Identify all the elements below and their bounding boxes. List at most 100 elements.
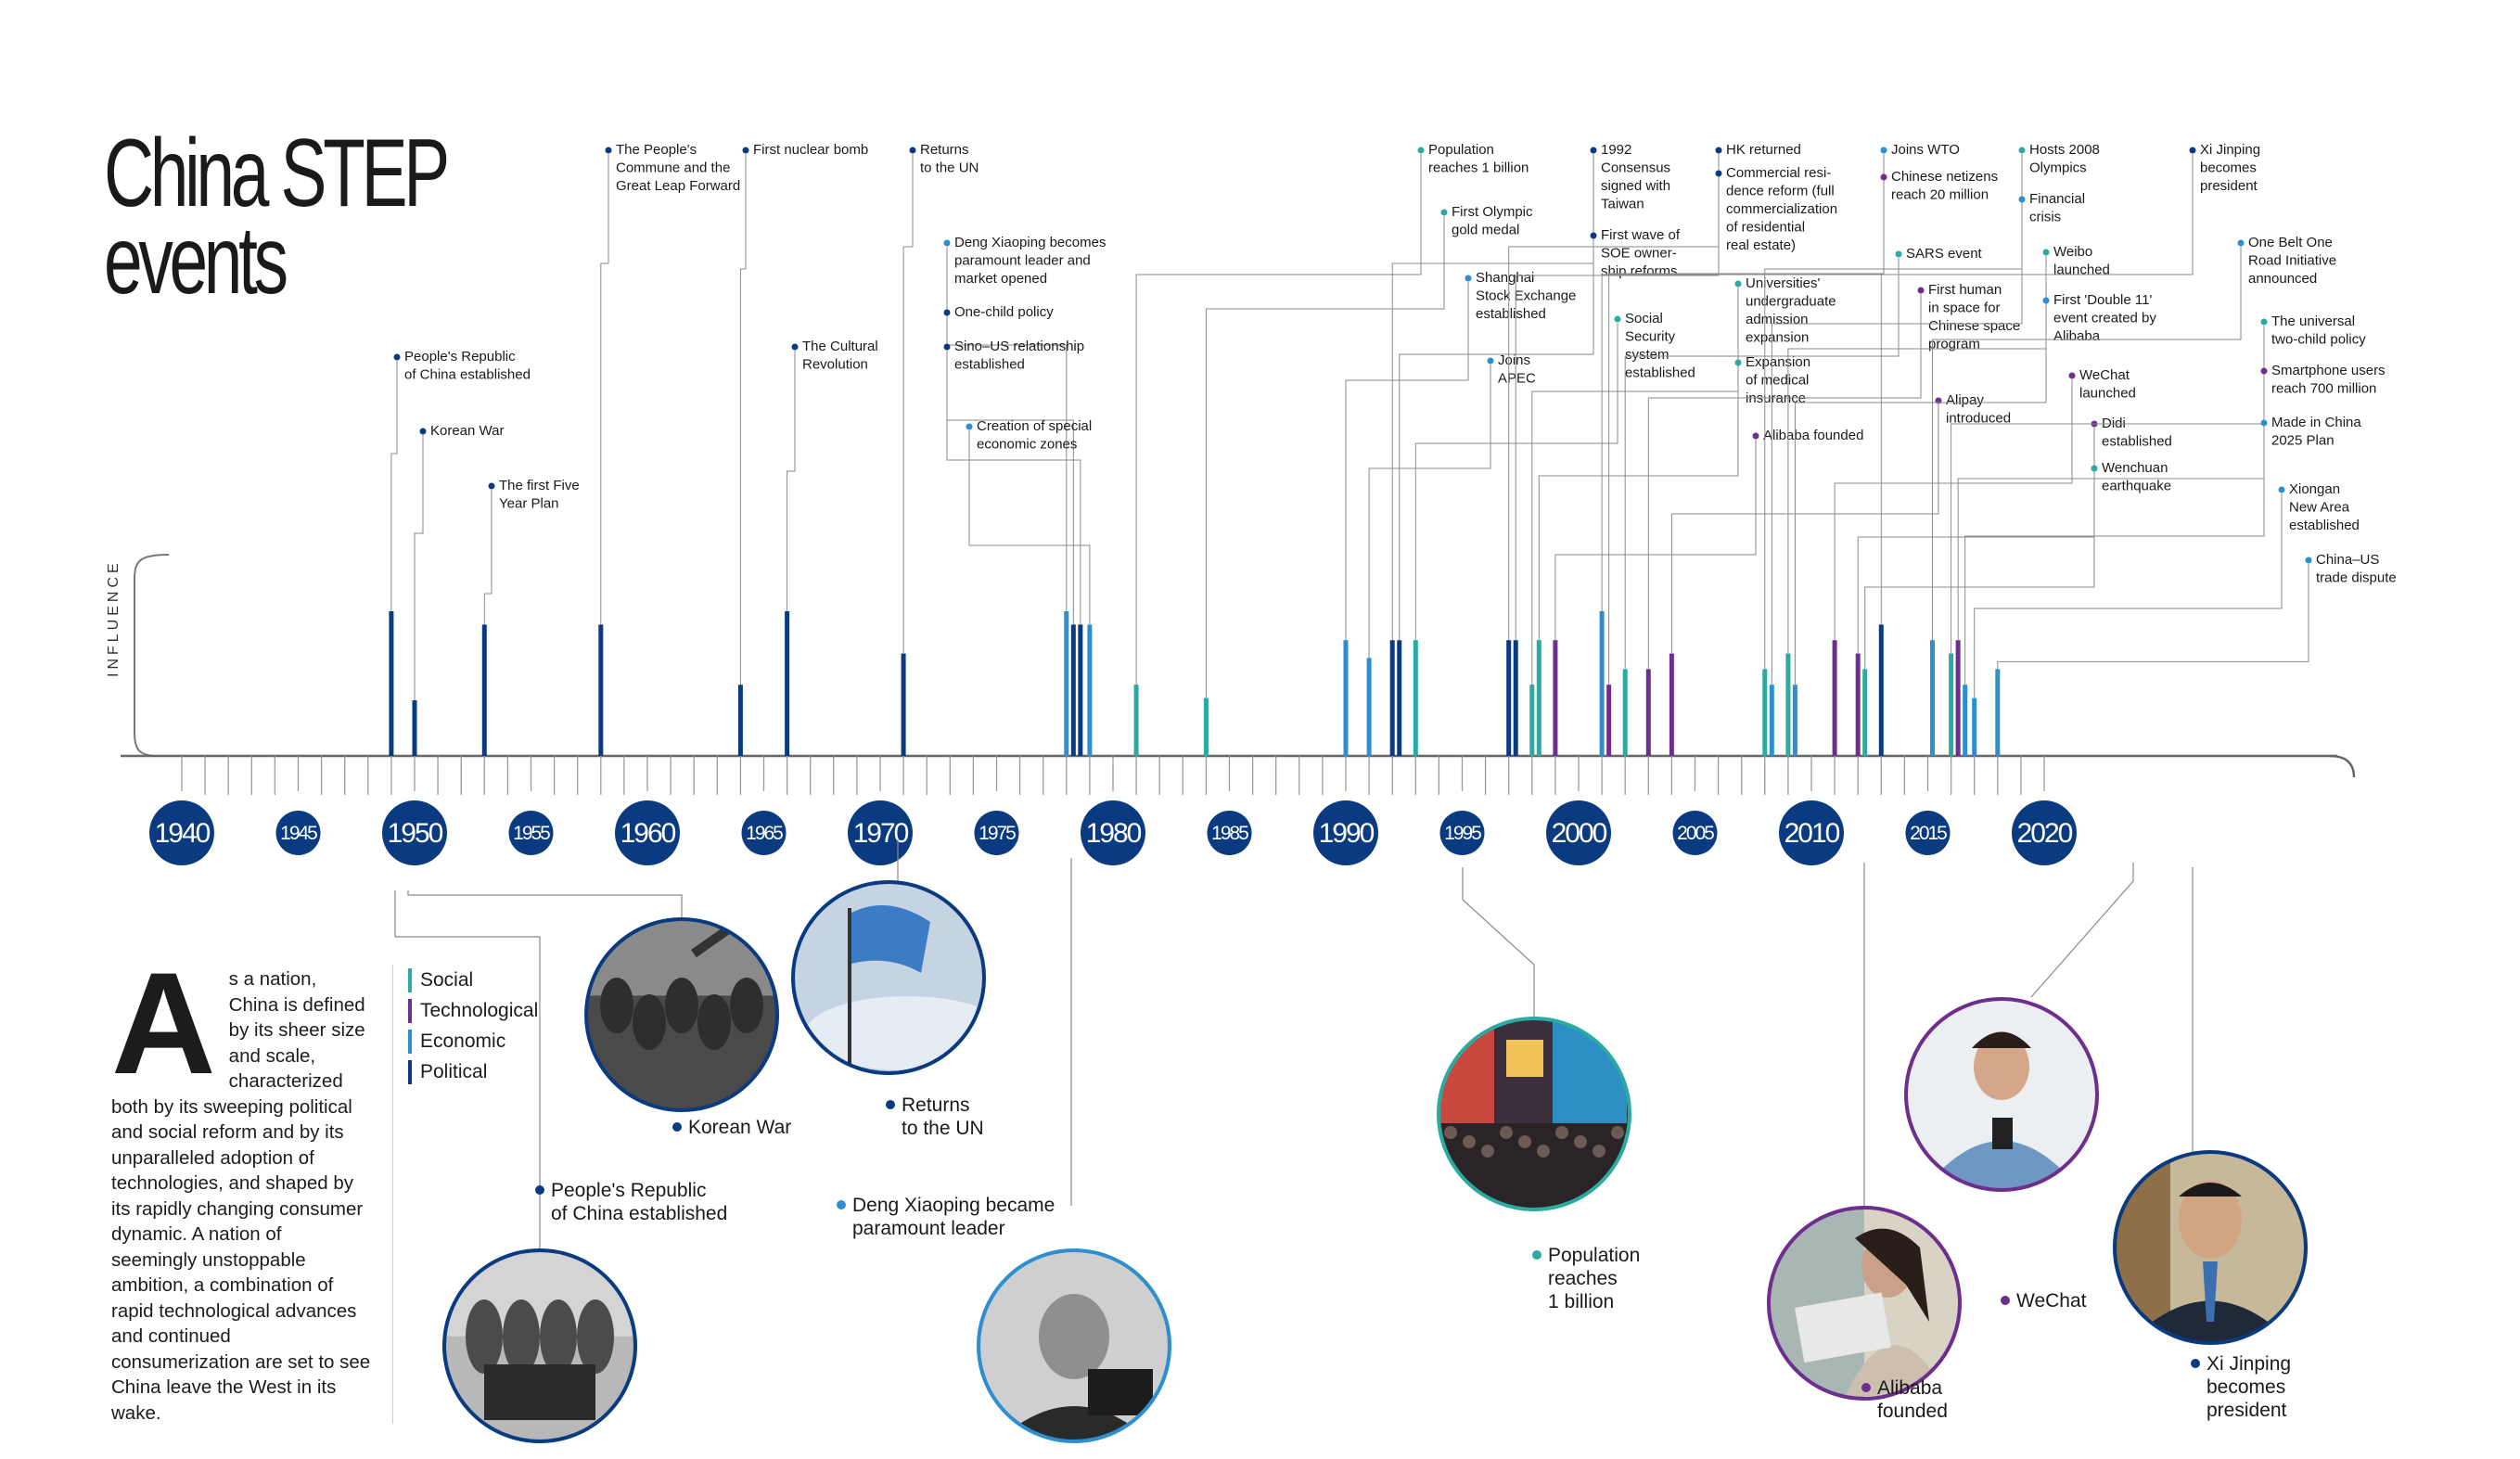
event-label-line: The People's — [616, 142, 697, 158]
event-connector — [1834, 379, 2073, 641]
axis-end-curve — [2329, 754, 2356, 778]
title-line-2: events — [104, 207, 288, 314]
event-label-line: market opened — [954, 271, 1047, 287]
event-connector — [946, 247, 1068, 611]
photo-caption-line: Alibaba — [1877, 1377, 1942, 1399]
event-bar — [901, 653, 906, 756]
photo-person — [1518, 1135, 1531, 1148]
legend-swatch — [408, 967, 412, 992]
year-circle — [1207, 811, 1252, 855]
event-label-line: launched — [2079, 386, 2136, 402]
intro-text: s a nation, China is defined by its shee… — [111, 968, 371, 1424]
event-bar — [1972, 698, 1977, 756]
event-dot — [1465, 275, 1472, 282]
event-bar — [1203, 698, 1209, 756]
event-dot — [1715, 147, 1722, 154]
event-bar — [1529, 685, 1535, 756]
legend-swatch — [408, 1059, 412, 1084]
event-bar — [1645, 669, 1651, 756]
event-dot — [488, 482, 495, 490]
year-badge-2005: 2005 — [1672, 811, 1718, 855]
photo-caption-line: to the UN — [902, 1118, 984, 1139]
photo-caption-line: Deng Xiaoping became — [852, 1195, 1055, 1216]
event-connector — [414, 435, 424, 700]
photo-connector — [2030, 863, 2134, 998]
event-bar — [1785, 653, 1791, 756]
event-label-line: reach 700 million — [2271, 381, 2376, 397]
event-label-line: Joins WTO — [1891, 142, 1960, 158]
legend-item-economic: Economic — [408, 1026, 538, 1056]
photo-caption-line: Returns — [902, 1094, 970, 1116]
event-connector — [1997, 564, 2309, 670]
year-circle — [1081, 800, 1145, 865]
year-badge-1975: 1975 — [974, 811, 1019, 855]
event-connector — [946, 351, 1081, 625]
event-bar — [1930, 640, 1936, 756]
event-dot — [1715, 170, 1722, 177]
photo-caption-line: of China established — [551, 1203, 727, 1224]
year-circle — [1546, 800, 1611, 865]
year-label: 2005 — [1677, 823, 1714, 844]
photo-image — [793, 882, 984, 1073]
event-label-line: People's Republic — [404, 349, 516, 365]
year-circle — [1672, 811, 1718, 855]
event-dot — [605, 147, 612, 154]
photo-connector — [407, 890, 683, 918]
photo-ring — [1767, 1206, 1962, 1401]
year-circle — [1905, 811, 1951, 855]
photo-person — [1537, 1145, 1550, 1158]
event-label-line: introduced — [1946, 411, 2011, 427]
year-circle — [275, 811, 321, 855]
event-dot — [2042, 249, 2050, 256]
event-label-line: Xi Jinping — [2200, 142, 2260, 158]
photo-sign-yellow — [1506, 1040, 1543, 1077]
year-circle — [615, 800, 680, 865]
event-connector — [1771, 203, 2023, 685]
event-label-line: Revolution — [802, 357, 868, 373]
event-connector — [902, 154, 914, 654]
caption-dot — [2191, 1359, 2200, 1368]
photo-figure — [503, 1299, 540, 1374]
photo-image — [979, 1250, 1170, 1441]
event-connector — [968, 430, 1091, 625]
event-dot — [1895, 250, 1902, 258]
event-label-line: Alipay — [1946, 392, 1984, 408]
intro-divider — [392, 965, 393, 1424]
event-label-line: The first Five — [499, 478, 580, 493]
event-label-line: First Olympic — [1452, 204, 1533, 220]
caption-dot — [1861, 1383, 1871, 1392]
event-dot — [2237, 239, 2245, 247]
photo-caption-line: president — [2207, 1400, 2287, 1421]
event-connector — [1345, 282, 1469, 641]
event-connector — [1624, 258, 1900, 670]
photo-caption-line: People's Republic — [551, 1180, 706, 1201]
year-label: 1990 — [1319, 818, 1375, 849]
event-bar — [598, 624, 604, 756]
year-circle — [741, 811, 787, 855]
legend-label: Social — [420, 968, 474, 991]
event-27: Alipay introduced — [1669, 392, 2011, 756]
event-label-line: First 'Double 11' — [2053, 292, 2152, 308]
event-label-line: Commune and the — [616, 160, 730, 176]
photo-caption-line: Population — [1548, 1245, 1640, 1266]
event-label-line: Stock Exchange — [1476, 288, 1576, 304]
event-bar — [1606, 685, 1612, 756]
event-bar — [1087, 624, 1093, 756]
event-bar — [1366, 658, 1372, 756]
photo-figure — [730, 978, 763, 1033]
photo-ring — [2113, 1150, 2308, 1345]
event-dot — [393, 353, 401, 361]
title-line-1: China STEP — [104, 120, 450, 227]
event-label-line: Made in China — [2271, 415, 2361, 430]
event-label-line: Commercial resi- — [1726, 165, 1831, 181]
caption-dot — [837, 1200, 846, 1209]
event-dot — [2068, 372, 2076, 379]
photo-caption-line: Xi Jinping — [2207, 1353, 2291, 1375]
